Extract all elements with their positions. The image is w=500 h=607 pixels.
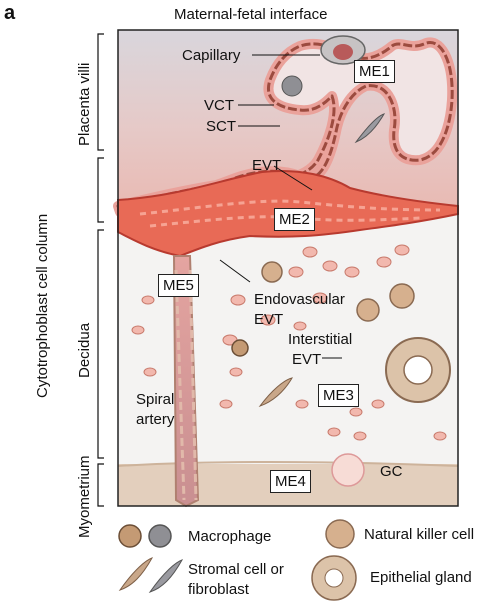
label-gc: GC xyxy=(380,463,403,480)
nk-cells xyxy=(261,261,415,322)
legend-gland: Epithelial gland xyxy=(370,569,472,586)
me2-box: ME2 xyxy=(274,208,315,231)
legend-stromal: Stromal cell or xyxy=(188,561,284,578)
legend-icons xyxy=(118,519,357,601)
label-spiral: Spiral xyxy=(136,391,175,408)
callout-lines xyxy=(219,54,342,359)
label-vct: VCT xyxy=(204,97,234,114)
panel-letter: a xyxy=(4,2,16,24)
legend-fibroblast: fibroblast xyxy=(188,581,249,598)
label-interstitial-evt: EVT xyxy=(292,351,322,368)
label-interstitial: Interstitial xyxy=(288,331,353,348)
me5-box: ME5 xyxy=(158,274,199,297)
label-sct: SCT xyxy=(206,118,236,135)
villus-fibroblast xyxy=(354,113,386,144)
legend-macrophage: Macrophage xyxy=(188,528,272,545)
me3-box: ME3 xyxy=(318,384,359,407)
label-capillary: Capillary xyxy=(182,47,241,64)
decidua-stromal xyxy=(258,377,294,407)
diagram-title: Maternal-fetal interface xyxy=(174,6,328,23)
label-cell-column: Cytotrophoblast cell column xyxy=(34,213,51,398)
me1-box: ME1 xyxy=(354,60,395,83)
decidua-macrophage xyxy=(231,339,249,357)
label-endovascular-evt: EVT xyxy=(254,311,284,328)
capillary-rbc xyxy=(333,44,353,60)
label-myometrium: Myometrium xyxy=(76,455,93,538)
epithelial-gland xyxy=(385,337,451,403)
label-placenta-villi: Placenta villi xyxy=(76,62,93,146)
gc-cell xyxy=(331,453,365,487)
label-decidua: Decidua xyxy=(76,322,93,378)
label-evt: EVT xyxy=(252,157,282,174)
legend-nk: Natural killer cell xyxy=(364,526,475,543)
villus-macrophage xyxy=(281,75,303,97)
label-endovascular: Endovascular xyxy=(254,291,345,308)
label-artery: artery xyxy=(136,411,175,428)
me4-box: ME4 xyxy=(270,470,311,493)
region-brackets xyxy=(97,33,104,507)
